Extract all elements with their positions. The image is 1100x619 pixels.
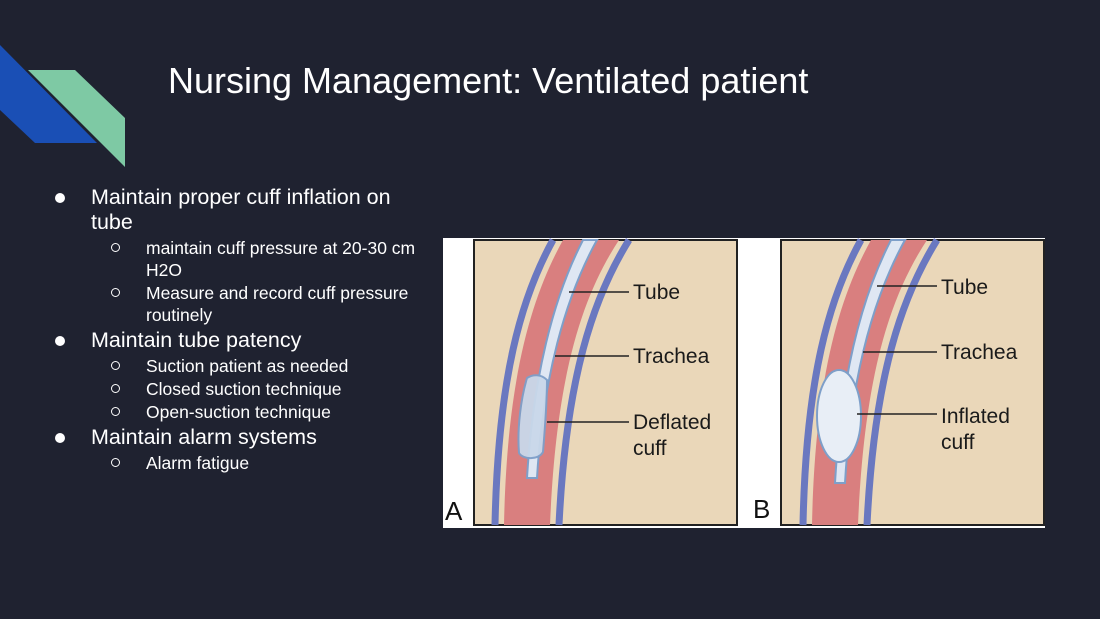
label-cuff: cuff bbox=[633, 437, 667, 460]
bullet-dot-icon bbox=[55, 433, 65, 443]
bullet-dot-icon bbox=[55, 336, 65, 346]
bullet-item: Maintain proper cuff inflation on tube m… bbox=[50, 185, 430, 326]
sub-bullet-text: maintain cuff pressure at 20-30 cm H2O bbox=[146, 238, 416, 280]
sub-bullet-circle-icon bbox=[111, 458, 120, 467]
panel-letter: A bbox=[445, 496, 463, 526]
slide-title: Nursing Management: Ventilated patient bbox=[168, 60, 809, 101]
endotracheal-cuff-illustration: Tube Trachea Deflated cuff A Tube Trache… bbox=[443, 238, 1045, 528]
bullet-text: Maintain proper cuff inflation on tube bbox=[91, 185, 391, 234]
sub-bullet-circle-icon bbox=[111, 288, 120, 297]
label-cuff-state: Inflated bbox=[941, 405, 1010, 428]
bullet-text: Maintain tube patency bbox=[91, 328, 302, 352]
label-cuff: cuff bbox=[941, 431, 975, 454]
panel-letter: B bbox=[753, 494, 770, 524]
bullet-item: Maintain alarm systems Alarm fatigue bbox=[50, 425, 430, 474]
sub-bullet-list: Suction patient as needed Closed suction… bbox=[91, 355, 430, 423]
label-trachea: Trachea bbox=[941, 341, 1018, 364]
panel-b: Tube Trachea Inflated cuff B bbox=[739, 238, 1045, 528]
green-chevron-shape bbox=[28, 70, 125, 167]
sub-bullet-text: Closed suction technique bbox=[146, 379, 342, 399]
sub-bullet-text: Measure and record cuff pressure routine… bbox=[146, 283, 409, 325]
bullet-dot-icon bbox=[55, 193, 65, 203]
sub-bullet-text: Suction patient as needed bbox=[146, 356, 349, 376]
bullet-list: Maintain proper cuff inflation on tube m… bbox=[50, 185, 430, 476]
panel-a: Tube Trachea Deflated cuff A bbox=[443, 238, 739, 528]
sub-bullet-circle-icon bbox=[111, 407, 120, 416]
sub-bullet-circle-icon bbox=[111, 361, 120, 370]
bullet-item: Maintain tube patency Suction patient as… bbox=[50, 328, 430, 423]
label-cuff-state: Deflated bbox=[633, 411, 711, 434]
sub-bullet-list: Alarm fatigue bbox=[91, 452, 430, 474]
blue-chevron-shape bbox=[0, 45, 97, 143]
sub-bullet-circle-icon bbox=[111, 384, 120, 393]
sub-bullet-item: Open-suction technique bbox=[91, 401, 430, 423]
sub-bullet-item: Measure and record cuff pressure routine… bbox=[91, 282, 430, 326]
sub-bullet-list: maintain cuff pressure at 20-30 cm H2O M… bbox=[91, 237, 430, 326]
label-trachea: Trachea bbox=[633, 345, 710, 368]
sub-bullet-item: Closed suction technique bbox=[91, 378, 430, 400]
sub-bullet-text: Alarm fatigue bbox=[146, 453, 250, 473]
sub-bullet-text: Open-suction technique bbox=[146, 402, 331, 422]
sub-bullet-circle-icon bbox=[111, 243, 120, 252]
bullet-text: Maintain alarm systems bbox=[91, 425, 317, 449]
sub-bullet-item: Alarm fatigue bbox=[91, 452, 430, 474]
corner-chevron-decoration bbox=[0, 45, 125, 167]
label-tube: Tube bbox=[941, 276, 988, 299]
sub-bullet-item: Suction patient as needed bbox=[91, 355, 430, 377]
label-tube: Tube bbox=[633, 281, 680, 304]
sub-bullet-item: maintain cuff pressure at 20-30 cm H2O bbox=[91, 237, 430, 281]
